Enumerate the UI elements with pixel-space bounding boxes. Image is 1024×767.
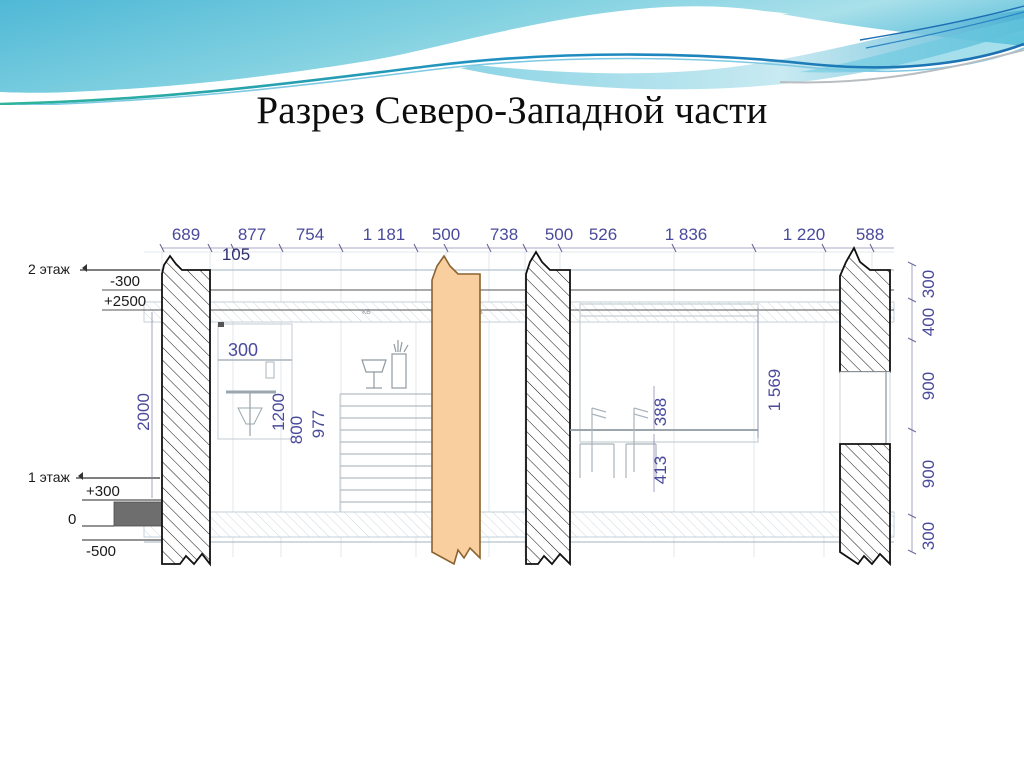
decorative-wave-banner: [0, 0, 1024, 105]
level-marks: 2 этаж -300 +2500 1 этаж +300 0 -500: [28, 261, 894, 560]
floor-slabs: [143, 269, 895, 543]
top-dimension-chain: 689 877 754 1 181 500 738 500 526 1 836 …: [159, 225, 894, 264]
top-dim-7: 526: [589, 225, 617, 244]
top-dim-8: 1 836: [665, 225, 708, 244]
landing-furniture: [361, 340, 409, 389]
right-dim-0: 300: [919, 270, 938, 298]
top-dim-2: 754: [296, 225, 324, 244]
right-dim-4: 300: [919, 522, 938, 550]
elevation-plus-2500-label: +2500: [104, 293, 146, 310]
wall-right-with-opening: [839, 245, 891, 567]
dim-1569-label: 1 569: [765, 369, 784, 412]
wave-ribbon-darkblue: [859, 5, 1024, 41]
top-dim-6: 500: [545, 225, 573, 244]
dim-800-label: 800: [287, 416, 306, 444]
right-room-fixtures: [570, 303, 759, 478]
top-dim-1: 877: [238, 225, 266, 244]
elevation-plus-300-label: +300: [86, 483, 120, 500]
foundation-slab-block: [113, 501, 163, 527]
top-dim-4: 500: [432, 225, 460, 244]
dim-2000-group: 2000: [134, 312, 153, 498]
top-dim-3: 1 181: [363, 225, 406, 244]
dim-1200-label: 1200: [269, 393, 288, 431]
section-drawing: 689 877 754 1 181 500 738 500 526 1 836 …: [14, 212, 1010, 632]
wave-ribbon-lightblue: [7, 47, 1024, 105]
wave-ribbon-teal: [0, 42, 1024, 105]
elevation-minus-300-label: -300: [110, 273, 140, 290]
wall-opening: [839, 371, 891, 445]
chair-1: [579, 407, 615, 478]
right-room-dims: 388 413 1 569: [651, 308, 784, 492]
right-dim-2: 900: [919, 372, 938, 400]
wave-ribbon-gray: [779, 49, 1024, 84]
wave-shape-primary: [0, 0, 1024, 93]
dim-2000-label: 2000: [134, 393, 153, 431]
wave-ribbon-darkblue-2: [865, 11, 1024, 49]
page-title: Разрез Северо-Западной части: [256, 89, 768, 132]
elevation-minus-500-label: -500: [86, 543, 116, 560]
top-dim-5: 738: [490, 225, 518, 244]
level-1-floor-label: 1 этаж: [28, 469, 71, 485]
staircase: [339, 393, 444, 512]
top-dim-0: 689: [172, 225, 200, 244]
wave-shape-tertiary: [800, 18, 1024, 73]
svg-text:кв: кв: [362, 306, 371, 316]
right-dim-3: 900: [919, 460, 938, 488]
wave-shape-white-band: [0, 9, 790, 104]
top-dim-10: 588: [856, 225, 884, 244]
elevation-zero-label: 0: [68, 511, 76, 528]
chair-2: [625, 407, 657, 478]
top-dim-9: 1 220: [783, 225, 826, 244]
dim-413-label: 413: [651, 456, 670, 484]
dim-300-label: 300: [228, 340, 258, 360]
left-room-dims: 300 1200 800 977: [228, 340, 328, 444]
right-dimension-chain: 300 400 900 900 300: [907, 261, 938, 555]
level-2-floor-label: 2 этаж: [28, 261, 71, 277]
top-dim-secondary-105: 105: [222, 245, 250, 264]
left-room-fixtures: [217, 322, 293, 440]
wall-left: [161, 254, 211, 567]
wall-middle-right: [525, 250, 571, 567]
dim-977-label: 977: [309, 410, 328, 438]
right-dim-1: 400: [919, 308, 938, 336]
dim-388-label: 388: [651, 398, 670, 426]
wall-highlighted-orange: [431, 254, 481, 566]
